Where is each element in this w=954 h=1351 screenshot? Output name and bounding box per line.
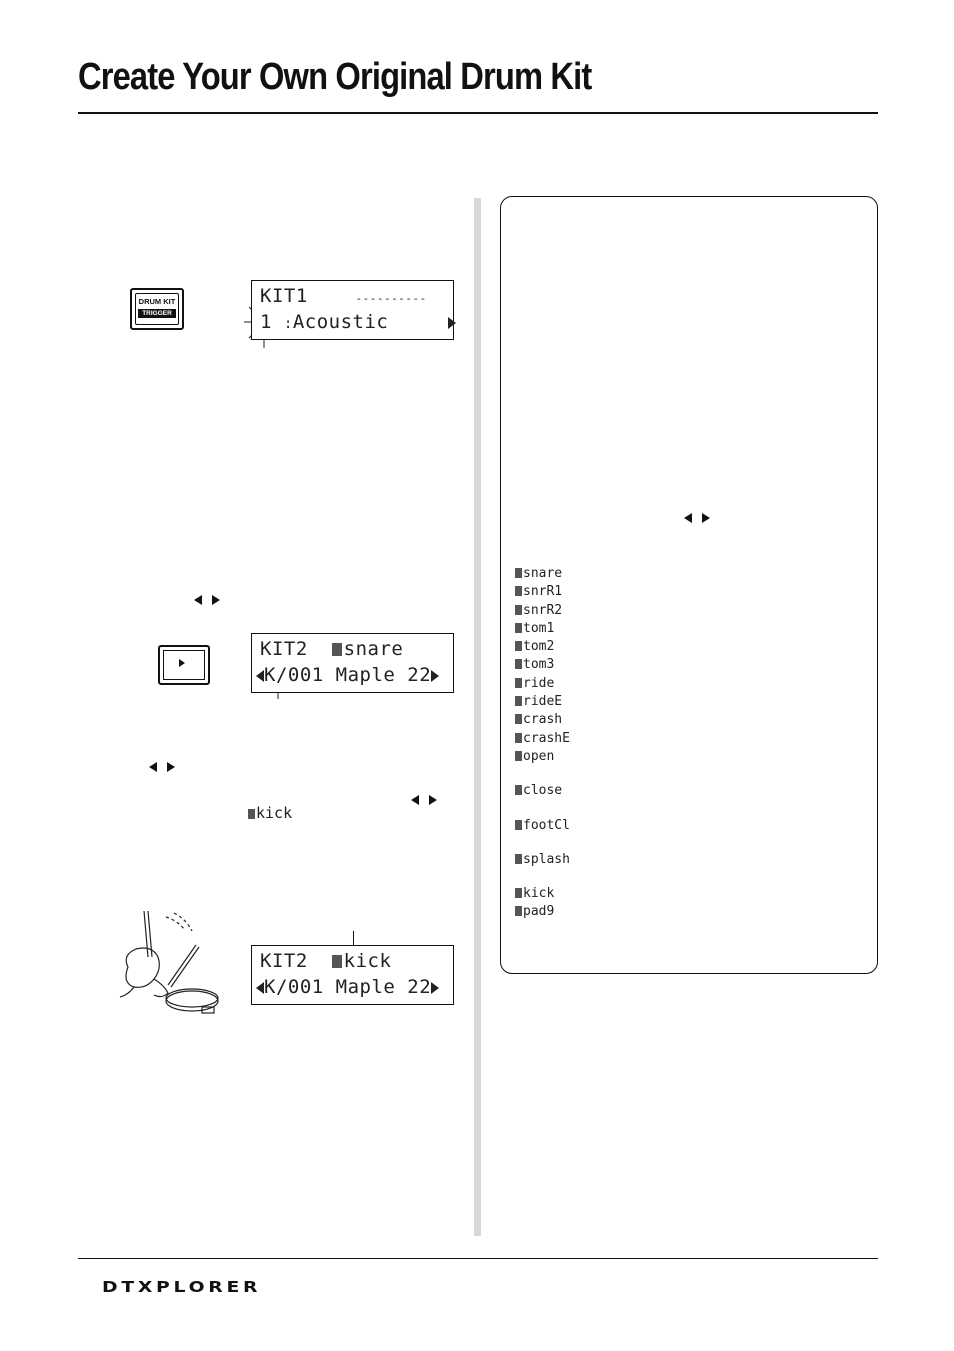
list-item: ride — [515, 675, 570, 693]
left-arrow-icon — [256, 981, 264, 994]
lcd1-dashes: ---------- — [355, 292, 427, 305]
lcd-display-kit2-snare: KIT2 snare K/001 Maple 22 — [251, 633, 454, 693]
list-item: tom3 — [515, 656, 570, 674]
left-arrow-icon — [149, 761, 157, 772]
lcd1-name: Acoustic — [292, 311, 389, 333]
list-item: snrR2 — [515, 602, 570, 620]
lcd2-voice: K/001 Maple 22 — [264, 664, 432, 686]
lcd-display-kit2-kick: KIT2 kick K/001 Maple 22 — [251, 945, 454, 1005]
pad-indicator-line — [353, 931, 354, 953]
left-arrow-icon — [256, 669, 264, 682]
list-item: snrR1 — [515, 583, 570, 601]
column-divider — [474, 198, 481, 1236]
list-item: tom2 — [515, 638, 570, 656]
right-arrow-icon — [448, 316, 457, 329]
list-item: snare — [515, 565, 570, 583]
lcd3-kit: KIT2 — [260, 950, 308, 972]
inline-kick-label: kick — [248, 804, 292, 822]
title-rule — [78, 112, 878, 114]
arrow-keys-icon — [684, 510, 710, 524]
drumstick-hitting-pad-icon — [119, 910, 219, 1014]
left-arrow-icon — [194, 594, 202, 605]
lcd3-pad: kick — [343, 950, 392, 972]
right-arrow-icon — [431, 669, 440, 682]
list-item: rideE — [515, 693, 570, 711]
pad-name-list: snare snrR1 snrR2 tom1 tom2 tom3 ride ri… — [515, 565, 570, 922]
list-item: crashE — [515, 730, 570, 748]
info-panel — [500, 196, 878, 974]
lcd1-kit: KIT1 — [260, 285, 308, 307]
arrow-keys-icon — [149, 759, 175, 773]
lcd2-pad: snare — [343, 638, 404, 660]
list-item: splash — [515, 851, 570, 869]
list-item: tom1 — [515, 620, 570, 638]
right-arrow-icon — [431, 981, 440, 994]
lcd-display-kit1: KIT1 ---------- 1 :Acoustic — [251, 280, 457, 340]
play-button[interactable] — [158, 645, 210, 685]
drum-kit-label: DRUM KIT — [138, 297, 176, 306]
right-arrow-icon — [429, 794, 437, 805]
list-item: kick — [515, 885, 570, 903]
list-item: pad9 — [515, 903, 570, 921]
right-arrow-icon — [212, 594, 220, 605]
lcd2-kit: KIT2 — [260, 638, 308, 660]
left-arrow-icon — [684, 512, 692, 523]
play-icon — [179, 659, 185, 667]
list-item: footCl — [515, 817, 570, 835]
footer-rule — [78, 1258, 878, 1259]
brand-logo: DTXPLORER — [102, 1278, 262, 1296]
lcd1-number: 1 — [260, 311, 272, 333]
right-arrow-icon — [702, 512, 710, 523]
left-arrow-icon — [411, 794, 419, 805]
list-item: close — [515, 782, 570, 800]
arrow-keys-icon — [411, 792, 437, 806]
list-item: crash — [515, 711, 570, 729]
lcd3-voice: K/001 Maple 22 — [264, 976, 432, 998]
right-arrow-icon — [167, 761, 175, 772]
drum-kit-button[interactable]: DRUM KIT TRIGGER — [130, 288, 184, 330]
arrow-keys-icon — [194, 592, 220, 606]
list-item: open — [515, 748, 570, 766]
page-title: Create Your Own Original Drum Kit — [78, 56, 592, 98]
trigger-label: TRIGGER — [138, 309, 176, 318]
